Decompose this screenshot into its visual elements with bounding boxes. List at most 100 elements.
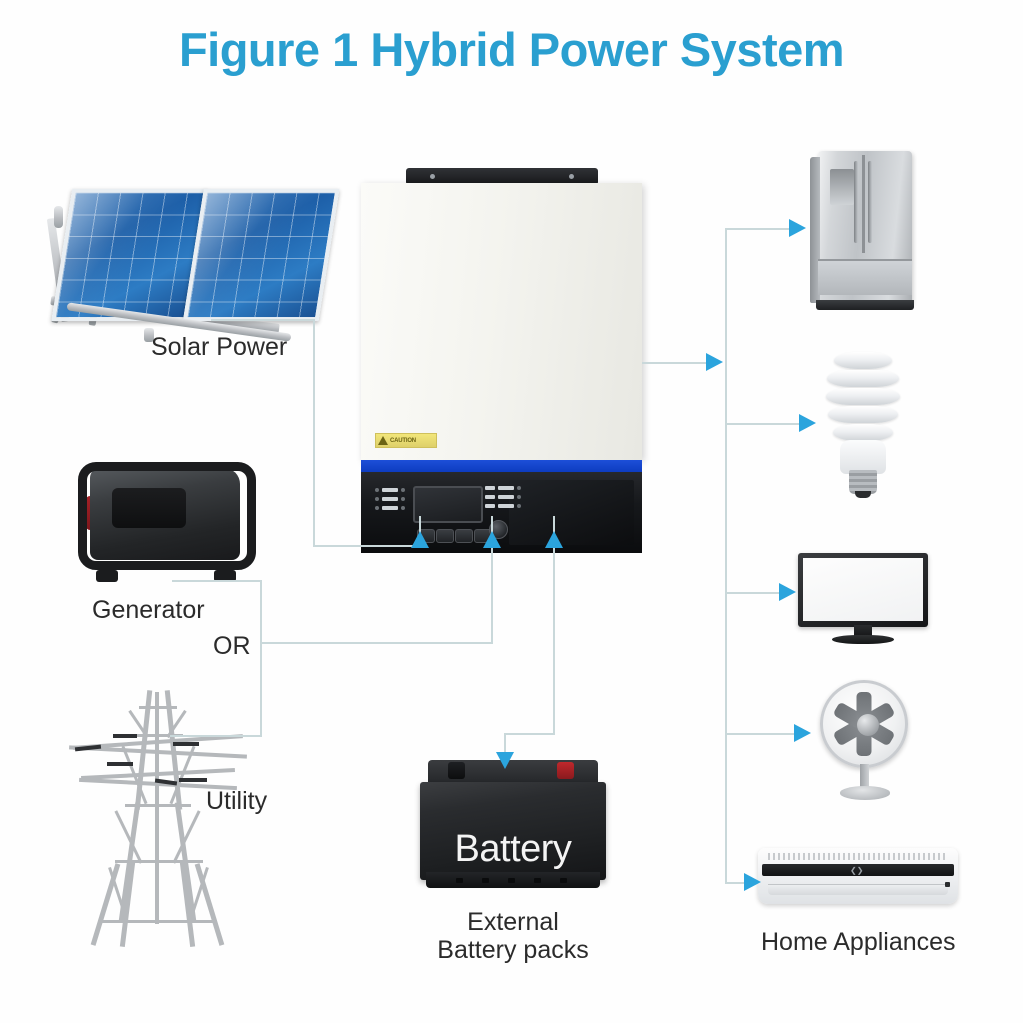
solar-glare <box>55 192 204 318</box>
tower-leg <box>90 863 121 946</box>
battery-vent <box>534 878 541 883</box>
tower-insulator <box>113 734 137 738</box>
solar-power-label: Solar Power <box>151 333 288 361</box>
fridge-door-seam <box>862 155 865 253</box>
ac-louver <box>768 884 948 895</box>
tv-bezel <box>798 553 928 627</box>
tower-brace <box>139 706 177 709</box>
led-indicator <box>375 506 405 510</box>
battery-base <box>426 872 600 888</box>
refrigerator-icon <box>810 147 920 310</box>
tower-insulator <box>107 762 133 766</box>
tower-insulator <box>173 742 199 746</box>
caution-sticker: CAUTION <box>375 433 437 448</box>
generator-icon <box>72 456 262 586</box>
solar-glare <box>187 192 335 318</box>
fridge-base <box>816 300 914 310</box>
led-indicator <box>375 497 405 501</box>
fan-icon <box>812 680 920 805</box>
wire-solar-horizontal <box>211 319 315 321</box>
cfl-screw-base <box>849 470 877 494</box>
wire-battery-riser <box>553 516 555 734</box>
generator-control-panel <box>112 488 186 528</box>
fridge-side-panel <box>810 157 820 303</box>
battery-vent <box>482 878 489 883</box>
wall-mount-bracket <box>406 168 598 185</box>
arrow-to-television <box>779 583 796 601</box>
battery-vent <box>508 878 515 883</box>
inverter-accent-stripe <box>361 460 642 472</box>
tv-stand-neck <box>854 625 872 637</box>
ac-intake-grille <box>768 853 948 860</box>
arrow-solar-into-inverter <box>411 531 429 548</box>
arrow-to-light-bulb <box>799 414 816 432</box>
home-appliances-label: Home Appliances <box>761 928 956 956</box>
tower-brace <box>115 860 203 863</box>
inverter-blank-cover <box>509 480 634 545</box>
cfl-coil-turn <box>826 388 900 405</box>
wire-load-trunk <box>642 362 715 364</box>
tower-center-column <box>155 692 159 924</box>
led-indicator <box>485 495 521 499</box>
tower-insulator <box>179 778 207 782</box>
ac-brand-mark: ❮❯ <box>850 866 864 875</box>
fridge-handle-right <box>868 161 872 243</box>
wire-branch-fan <box>725 733 803 735</box>
wire-branch-television <box>725 592 788 594</box>
solar-frame-part <box>54 206 63 228</box>
hybrid-inverter[interactable]: CAUTION <box>361 168 642 553</box>
arrow-load-trunk <box>706 353 723 371</box>
battery-positive-terminal <box>557 762 574 779</box>
inverter-control-panel[interactable] <box>361 472 642 553</box>
light-bulb-icon <box>818 348 910 498</box>
transmission-tower-icon <box>55 672 270 947</box>
battery-case: Battery <box>420 782 606 880</box>
fridge-handle-left <box>854 161 858 243</box>
bracket-screw <box>569 174 574 179</box>
led-indicator-group-right <box>485 486 521 508</box>
cfl-contact-tip <box>855 491 871 498</box>
ac-housing: ❮❯ <box>758 848 958 904</box>
wire-branch-refrigerator <box>725 228 798 230</box>
wire-solar-vertical <box>313 319 315 546</box>
fridge-ice-dispenser <box>830 169 854 205</box>
generator-label: Generator <box>92 596 205 624</box>
led-indicator <box>485 504 521 508</box>
page-title: Figure 1 Hybrid Power System <box>178 23 845 76</box>
lcd-screen <box>413 486 483 523</box>
wire-load-bus <box>725 229 727 883</box>
car-battery-icon: Battery <box>420 760 606 897</box>
cfl-coil-turn <box>833 424 893 441</box>
inverter-button-3[interactable] <box>455 529 473 543</box>
solar-module-left <box>51 188 208 322</box>
battery-vent <box>456 878 463 883</box>
battery-label-line1: External <box>467 908 559 936</box>
inverter-button-2[interactable] <box>436 529 454 543</box>
tower-leg <box>194 863 225 946</box>
solar-foot <box>144 328 154 342</box>
wire-generator-out <box>172 580 262 582</box>
wire-branch-air-conditioner <box>725 882 752 884</box>
cfl-coil-turn <box>827 370 899 387</box>
wire-branch-light-bulb <box>725 423 808 425</box>
battery-face-text: Battery <box>454 828 572 870</box>
bracket-screw <box>430 174 435 179</box>
wire-or-riser <box>491 516 493 644</box>
wire-battery-drop <box>504 733 506 766</box>
wire-solar-to-inverter <box>313 545 421 547</box>
tv-icon <box>798 553 928 648</box>
led-indicator-group-left <box>375 488 405 510</box>
solar-module-right <box>182 188 340 322</box>
wire-utility-out <box>170 735 262 737</box>
tower-brace <box>125 804 191 807</box>
or-junction-label: OR <box>213 632 251 660</box>
generator-foot <box>96 570 118 582</box>
arrow-battery-to-inverter <box>545 531 563 548</box>
arrow-or-into-inverter <box>483 531 501 548</box>
wire-or-bus <box>260 580 262 736</box>
tv-stand-base <box>832 635 894 644</box>
battery-label-line2: Battery packs <box>437 936 589 964</box>
led-indicator <box>375 488 405 492</box>
wire-battery-horizontal <box>504 733 555 735</box>
